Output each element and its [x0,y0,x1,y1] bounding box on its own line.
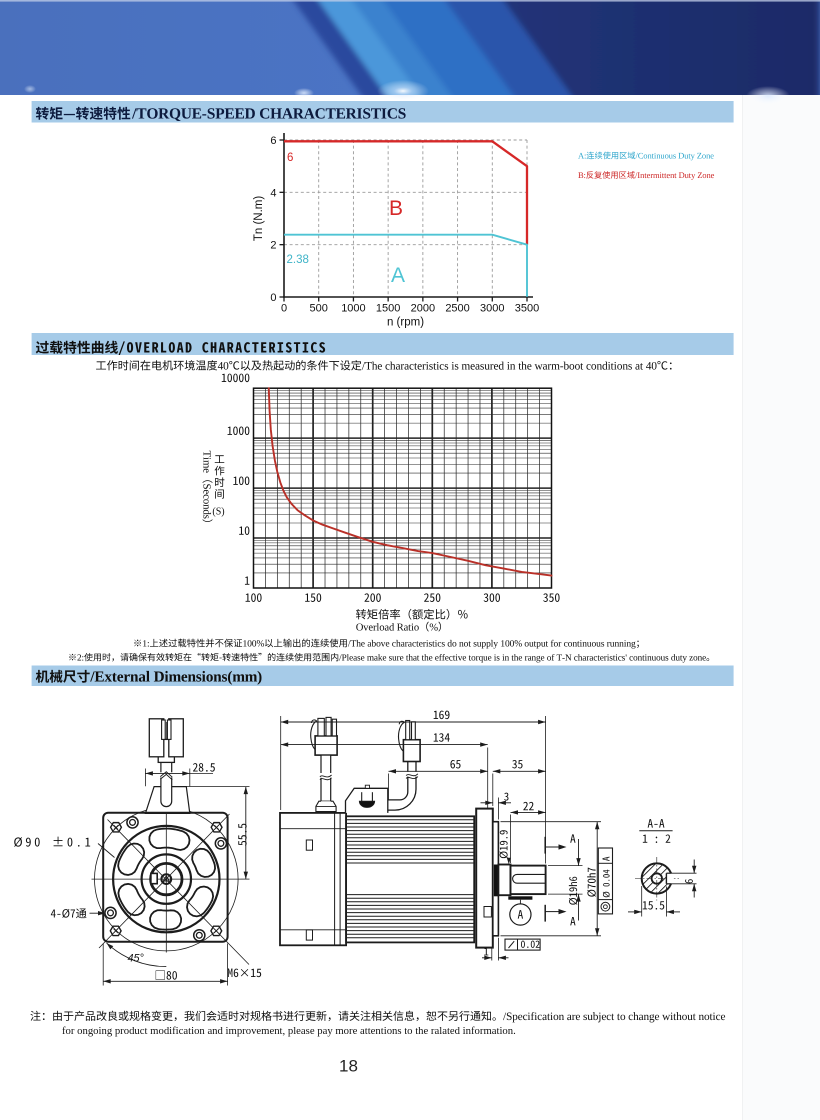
svg-text:1500: 1500 [376,303,400,315]
svg-text:1000: 1000 [341,303,365,315]
svg-text:2000: 2000 [411,303,435,315]
svg-text:for ongoing product modificati: for ongoing product modification and imp… [62,1025,516,1037]
svg-text:Tn (N.m): Tn (N.m) [253,196,265,242]
svg-text:0: 0 [270,292,276,304]
svg-text:4: 4 [270,187,276,199]
svg-text:500: 500 [310,303,328,315]
svg-text:(S): (S) [212,507,224,518]
svg-text:18: 18 [339,1057,358,1076]
svg-text:45°: 45° [128,953,145,965]
svg-text:6: 6 [270,135,276,147]
svg-text:0: 0 [281,303,287,315]
svg-text:n (rpm): n (rpm) [387,317,424,329]
svg-text:2: 2 [270,240,276,252]
svg-text:2.38: 2.38 [287,254,309,266]
svg-text:A: A [391,264,405,287]
svg-text:3500: 3500 [515,303,539,315]
svg-text:2500: 2500 [445,303,469,315]
svg-text:3000: 3000 [480,303,504,315]
svg-text:6: 6 [287,152,293,164]
svg-text:B: B [389,197,403,220]
